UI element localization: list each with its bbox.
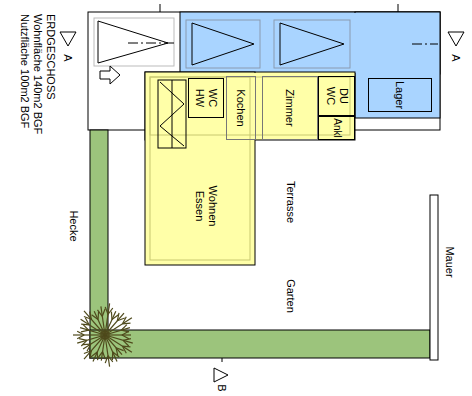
area-note: Nutzfläche 100m2 BGF — [18, 14, 31, 128]
room-box: Kochen — [226, 76, 256, 140]
section-letter: A — [450, 54, 463, 61]
living-zone — [145, 72, 355, 265]
plan-title: ERDGESCHOSS — [44, 14, 57, 100]
room-box: Zimmer — [262, 76, 318, 140]
room-label: Wohnen Essen — [193, 183, 218, 229]
section-letter: B — [216, 384, 229, 391]
room-box: DU WC — [318, 76, 355, 116]
entrance-arrow — [100, 66, 120, 84]
room-label: Lager — [394, 81, 407, 109]
room-label: WC HW — [193, 87, 218, 109]
room-label: Kochen — [235, 89, 248, 126]
room-box: Ankl — [318, 116, 355, 140]
section-marker — [60, 32, 464, 382]
wall — [430, 195, 438, 360]
room-box: WC HW — [188, 78, 224, 118]
area-note: Wohnfläche 140m2 BGF — [31, 14, 44, 134]
room-box: Wohnen Essen — [160, 150, 252, 262]
area-label: Hecke — [68, 210, 81, 241]
room-box: Lager — [368, 78, 432, 112]
room-label: DU WC — [324, 85, 349, 107]
stair — [158, 80, 186, 148]
hedge — [90, 130, 430, 358]
area-label: Terrasse — [285, 181, 298, 223]
area-label: Mauer — [444, 246, 457, 277]
car-symbols — [94, 18, 350, 68]
room-label: Zimmer — [284, 89, 297, 126]
tree — [73, 303, 133, 366]
area-label: Garten — [285, 279, 298, 313]
section-letter: A — [62, 54, 75, 61]
room-label: Ankl — [331, 118, 343, 137]
section-line — [128, 4, 438, 362]
